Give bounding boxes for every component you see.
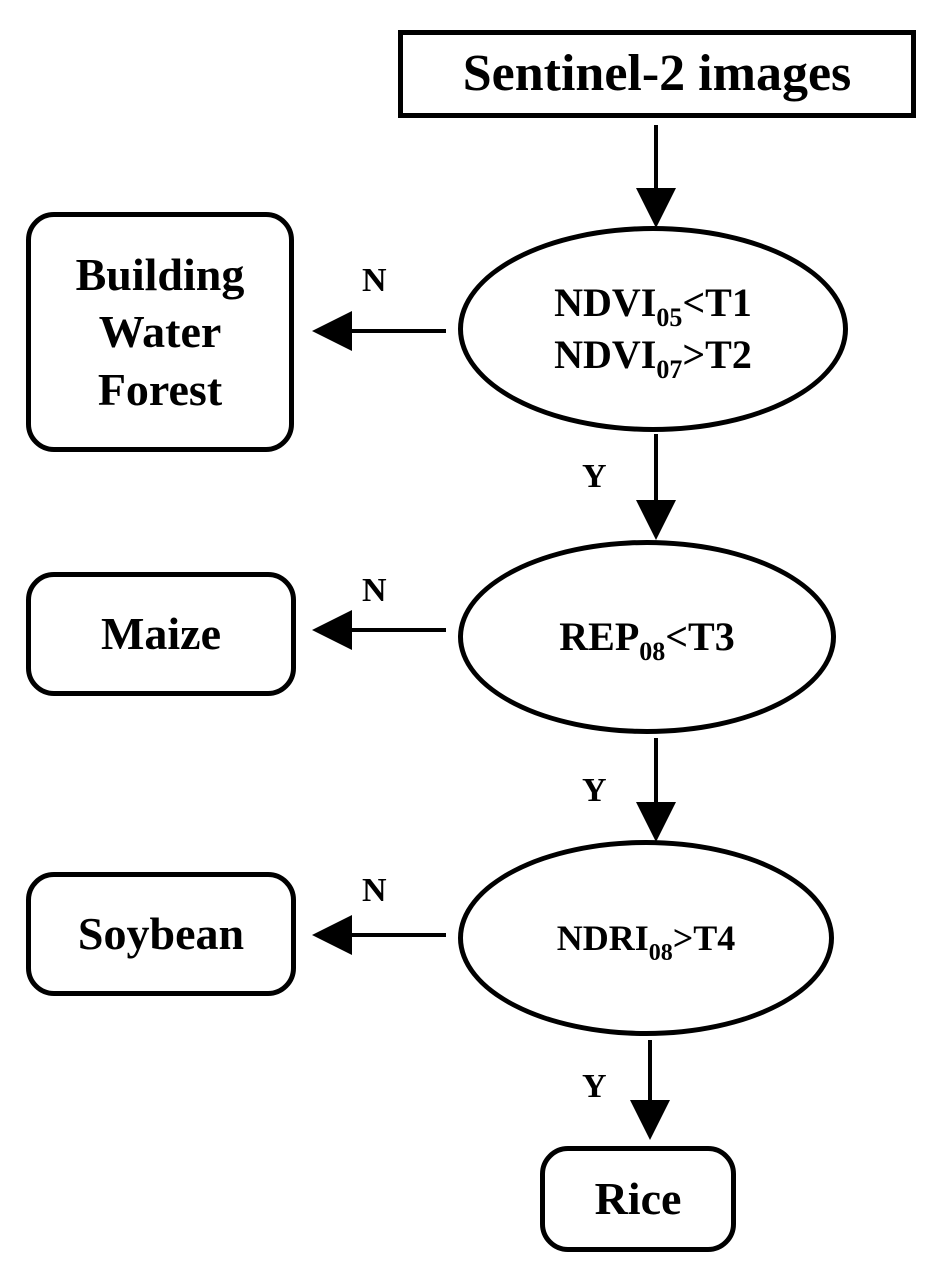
decision-ndvi-line2: NDVI07>T2 xyxy=(554,329,752,384)
decision-ndvi-line2-sub: 07 xyxy=(656,355,683,384)
decision-node-ndvi: NDVI05<T1 NDVI07>T2 xyxy=(458,226,848,432)
class-label-rice: Rice xyxy=(594,1173,682,1225)
decision-ndri-var: NDRI xyxy=(556,917,649,958)
input-node-label: Sentinel-2 images xyxy=(462,44,852,102)
edge-label-yes-3: Y xyxy=(582,1068,607,1105)
edge-label-no-1: N xyxy=(362,262,387,299)
class-label-building: Building xyxy=(75,248,245,300)
decision-ndvi-line1-sub: 05 xyxy=(656,303,683,332)
decision-ndvi-line2-var: NDVI xyxy=(554,332,657,377)
edge-label-yes-1: Y xyxy=(582,458,607,495)
decision-node-ndri: NDRI08>T4 xyxy=(458,840,834,1036)
decision-ndvi-line2-threshold: >T2 xyxy=(682,332,752,377)
class-node-rice: Rice xyxy=(540,1146,736,1252)
decision-rep-var: REP xyxy=(559,614,640,659)
class-label-soybean: Soybean xyxy=(77,908,245,960)
class-label-maize: Maize xyxy=(100,608,222,660)
decision-ndvi-line1-threshold: <T1 xyxy=(682,280,752,325)
class-node-maize: Maize xyxy=(26,572,296,696)
class-label-forest: Forest xyxy=(97,363,223,415)
edge-label-no-2: N xyxy=(362,572,387,609)
decision-ndri-threshold: >T4 xyxy=(672,917,736,958)
decision-rep-threshold: <T3 xyxy=(665,614,735,659)
decision-ndvi-line1-var: NDVI xyxy=(554,280,657,325)
class-node-soybean: Soybean xyxy=(26,872,296,996)
decision-ndvi-line1: NDVI05<T1 xyxy=(554,277,752,332)
decision-node-rep: REP08<T3 xyxy=(458,540,836,734)
edge-label-yes-2: Y xyxy=(582,772,607,809)
class-node-building-water-forest: Building Water Forest xyxy=(26,212,294,452)
input-node: Sentinel-2 images xyxy=(398,30,916,118)
decision-ndri-sub: 08 xyxy=(648,939,673,966)
class-label-water: Water xyxy=(98,306,222,358)
decision-rep-sub: 08 xyxy=(639,637,666,666)
edge-label-no-3: N xyxy=(362,872,387,909)
decision-ndri-line: NDRI08>T4 xyxy=(556,915,736,965)
decision-rep-line: REP08<T3 xyxy=(559,611,735,666)
